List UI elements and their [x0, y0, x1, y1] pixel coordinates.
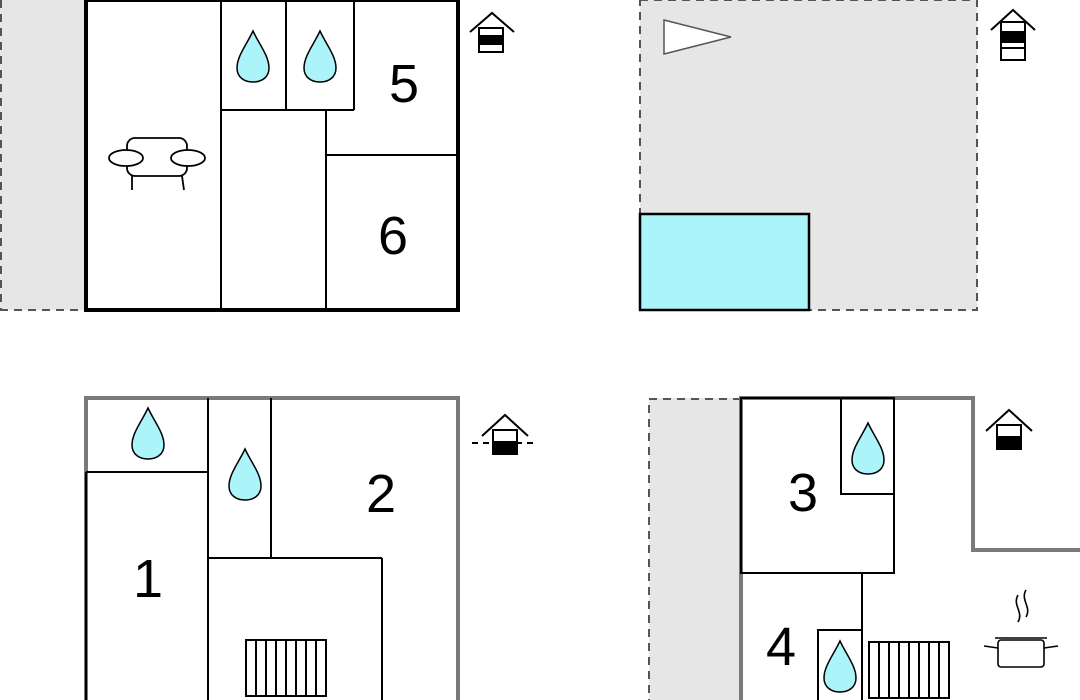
room-number-6: 6 [378, 206, 408, 266]
floor-level-icon [469, 11, 515, 53]
room-number-5: 5 [389, 54, 419, 114]
outer-wall [739, 396, 1080, 700]
direction-pointer-icon [663, 19, 732, 55]
floor-level-icon [990, 8, 1036, 61]
plan-top-left: 5 6 [0, 0, 515, 312]
plan-bottom-right: 3 4 [648, 396, 1080, 700]
room-number-4: 4 [766, 617, 796, 677]
floor-level-icon [472, 413, 536, 455]
room-number-1: 1 [133, 549, 163, 609]
stairs-icon [245, 639, 327, 697]
room-number-2: 2 [366, 464, 396, 524]
terrace-area [649, 398, 741, 700]
cooking-pot-icon [983, 589, 1059, 668]
bathroom-wall [817, 629, 863, 700]
terrace-area [0, 0, 86, 310]
sofa-icon [108, 137, 206, 191]
floor-level-icon [985, 408, 1033, 450]
stairs-icon [868, 641, 950, 699]
plan-top-right [638, 0, 1036, 312]
room-number-3: 3 [788, 463, 818, 523]
bathroom-wall [840, 397, 895, 495]
terrace-dashed-edge [648, 398, 741, 700]
plan-bottom-left: 2 1 [84, 396, 536, 700]
pool [638, 212, 811, 312]
